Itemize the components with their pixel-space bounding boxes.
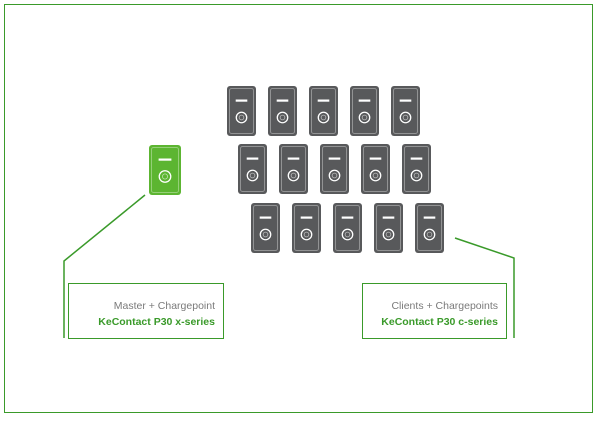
client-wallbox-icon: [227, 86, 256, 136]
master-wallbox-icon: [149, 145, 181, 195]
clients-connector-line: [454, 237, 515, 338]
client-wallbox-icon: [350, 86, 379, 136]
diagram-frame: [4, 4, 593, 413]
clients-label-box: Clients + Chargepoints KeContact P30 c-s…: [362, 283, 507, 339]
connector-lines: [63, 194, 515, 338]
master-role-label: Master + Chargepoint: [113, 300, 215, 312]
client-wallbox-icon: [333, 203, 362, 253]
master-label-box: Master + Chargepoint KeContact P30 x-ser…: [68, 283, 224, 339]
client-chargepoints-grid: [227, 86, 444, 253]
client-wallbox-icon: [279, 144, 308, 194]
master-chargepoint-icon: [149, 145, 181, 195]
client-wallbox-icon: [361, 144, 390, 194]
client-wallbox-icon: [415, 203, 444, 253]
master-connector-line: [63, 194, 146, 338]
client-wallbox-icon: [251, 203, 280, 253]
client-wallbox-icon: [374, 203, 403, 253]
clients-model-label: KeContact P30 c-series: [381, 316, 498, 328]
client-wallbox-icon: [238, 144, 267, 194]
client-wallbox-icon: [309, 86, 338, 136]
client-wallbox-icon: [292, 203, 321, 253]
client-wallbox-icon: [402, 144, 431, 194]
clients-role-label: Clients + Chargepoints: [391, 300, 498, 312]
client-wallbox-icon: [268, 86, 297, 136]
client-wallbox-icon: [391, 86, 420, 136]
client-wallbox-icon: [320, 144, 349, 194]
master-model-label: KeContact P30 x-series: [98, 316, 215, 328]
